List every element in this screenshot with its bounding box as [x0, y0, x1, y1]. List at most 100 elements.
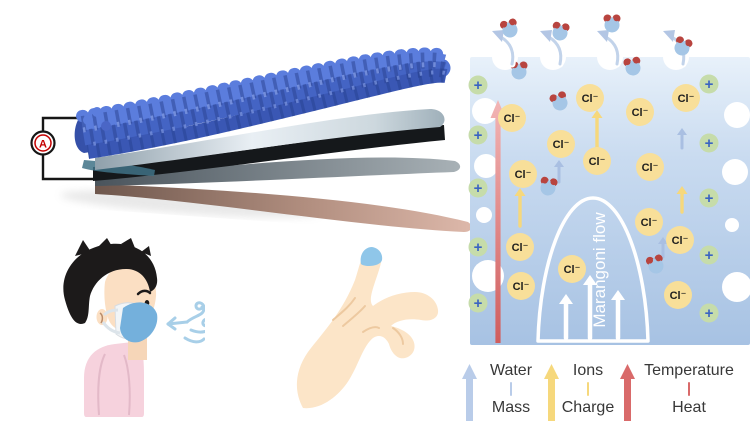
water-body: [470, 57, 750, 345]
device-shadow: [60, 190, 320, 218]
positive-charge-icon: +: [699, 133, 719, 153]
legend-tick: [687, 382, 691, 396]
svg-text:+: +: [705, 247, 714, 264]
breath-swirl-icon: [166, 301, 205, 344]
positive-charge-icon: +: [699, 245, 719, 265]
svg-text:Cl⁻: Cl⁻: [678, 93, 695, 105]
face-mask: [120, 302, 158, 343]
sensor-device-illustration: A: [30, 47, 472, 232]
legend: Water Mass Ions Charge Temperature Heat: [462, 361, 754, 425]
water-flow-arrow: [554, 160, 564, 184]
chloride-ion: Cl⁻: [576, 84, 604, 112]
chloride-ion: Cl⁻: [636, 153, 664, 181]
water-molecules-layer: [510, 56, 664, 274]
svg-text:Cl⁻: Cl⁻: [515, 169, 532, 181]
hand-shape: [296, 247, 439, 409]
water-molecule-icon: [603, 14, 621, 33]
svg-text:Cl⁻: Cl⁻: [672, 235, 689, 247]
marangoni-arrow: [559, 294, 573, 341]
person-hair: [63, 243, 158, 324]
legend-item-water: Water Mass: [462, 361, 542, 423]
evaporation-arrows-layer: [492, 30, 688, 68]
person-eyebrow: [136, 289, 152, 296]
water-molecule-icon: [674, 36, 693, 56]
ear-line: [99, 312, 104, 324]
chloride-ion: Cl⁻: [509, 160, 537, 188]
positive-charge-icon: +: [699, 74, 719, 94]
legend-label-ions: Ions: [572, 362, 604, 379]
water-molecule-icon: [623, 56, 641, 76]
flow-arrows-layer: [514, 110, 688, 259]
svg-text:Cl⁻: Cl⁻: [553, 139, 570, 151]
legend-tick: [586, 382, 590, 396]
chloride-ion: Cl⁻: [664, 281, 692, 309]
positive-charge-icon: +: [699, 188, 719, 208]
marangoni-arrow: [583, 275, 597, 341]
svg-text:+: +: [474, 239, 483, 256]
mask-strap: [102, 308, 119, 317]
positive-charge-icon: +: [468, 293, 488, 313]
water-molecule-icon: [645, 254, 664, 274]
positive-charges-layer: + + + + + + + + + +: [468, 74, 719, 323]
hand-creases: [332, 297, 404, 345]
svg-text:Cl⁻: Cl⁻: [512, 242, 529, 254]
svg-text:Cl⁻: Cl⁻: [564, 264, 581, 276]
chloride-ion: Cl⁻: [558, 255, 586, 283]
edge-pore: [476, 207, 492, 223]
legend-label-water: Water: [489, 362, 533, 379]
svg-text:+: +: [705, 305, 714, 322]
edge-pore: [725, 218, 739, 232]
chloride-ion: Cl⁻: [498, 104, 526, 132]
svg-text:+: +: [705, 76, 714, 93]
chloride-ion: Cl⁻: [547, 130, 575, 158]
copper-layer: [95, 184, 472, 232]
svg-text:+: +: [474, 127, 483, 144]
evaporation-arrow-icon: [492, 30, 517, 68]
chloride-ion: Cl⁻: [506, 233, 534, 261]
svg-text:+: +: [474, 295, 483, 312]
water-molecule-icon: [552, 21, 570, 41]
silver-plate: [95, 109, 445, 170]
svg-text:+: +: [705, 135, 714, 152]
chloride-ion: Cl⁻: [666, 226, 694, 254]
ammeter-label: A: [39, 138, 47, 150]
positive-charge-icon: +: [468, 75, 488, 95]
fiber-textile-layer: [74, 47, 451, 159]
water-molecule-icon: [499, 18, 518, 38]
positive-charge-icon: +: [468, 178, 488, 198]
svg-text:Cl⁻: Cl⁻: [641, 217, 658, 229]
svg-text:Cl⁻: Cl⁻: [670, 290, 687, 302]
chloride-ion: Cl⁻: [672, 84, 700, 112]
temperature-arrow: [490, 100, 506, 343]
legend-item-ions: Ions Charge: [544, 361, 620, 423]
hand-illustration: [296, 247, 439, 409]
edge-pore: [722, 272, 752, 302]
water-flow-arrow: [658, 237, 668, 259]
fingertip-sensor: [360, 247, 383, 266]
svg-text:+: +: [705, 190, 714, 207]
water-molecule-icon: [540, 176, 558, 196]
positive-charge-icon: +: [699, 303, 719, 323]
chloride-ion: Cl⁻: [507, 272, 535, 300]
water-molecule-icon: [549, 91, 568, 111]
svg-text:Cl⁻: Cl⁻: [642, 162, 659, 174]
torso-seam: [123, 354, 131, 416]
edge-pore: [474, 154, 498, 178]
escaped-molecules-layer: [499, 14, 693, 56]
chloride-ion: Cl⁻: [583, 147, 611, 175]
edge-pore: [724, 102, 750, 128]
ion-flow-arrow: [676, 186, 688, 214]
evaporation-arrow-icon: [540, 30, 565, 68]
breathing-person-illustration: [63, 238, 205, 417]
svg-text:+: +: [474, 77, 483, 94]
water-mass-arrow-icon: [462, 364, 477, 421]
ions-charge-arrow-icon: [544, 364, 559, 421]
svg-text:Cl⁻: Cl⁻: [632, 107, 649, 119]
temperature-heat-arrow-icon: [620, 364, 635, 421]
legend-label-heat: Heat: [672, 399, 706, 416]
evaporation-arrow-icon: [597, 30, 622, 68]
marangoni-label: Marangoni flow: [590, 212, 609, 328]
legend-label-mass: Mass: [491, 399, 531, 416]
svg-text:+: +: [474, 180, 483, 197]
